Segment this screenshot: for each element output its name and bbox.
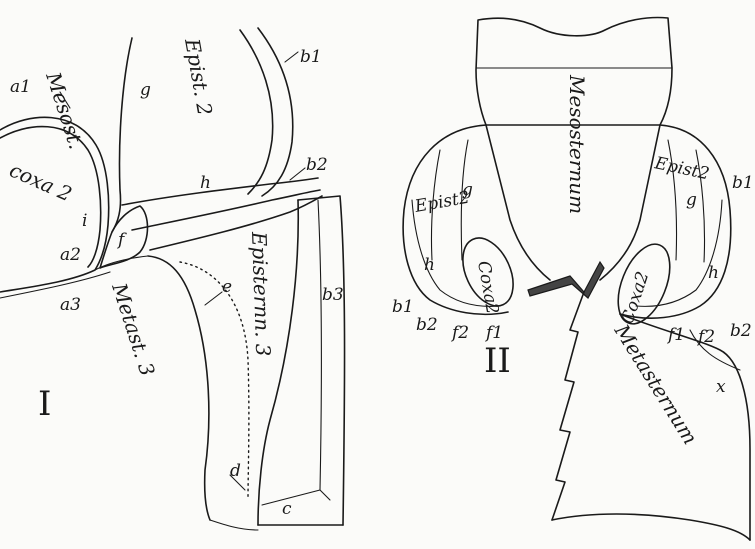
metasternum-bottom bbox=[552, 514, 750, 540]
label-g-I: g bbox=[140, 80, 151, 100]
label-b3: b3 bbox=[322, 285, 344, 305]
label-a1: a1 bbox=[10, 77, 31, 97]
label-episterni3: Episternn. 3 bbox=[247, 230, 275, 356]
b1-line-outer bbox=[240, 30, 273, 194]
label-coxa2-left: Coxa2 bbox=[473, 259, 502, 315]
label-f-I: f bbox=[116, 230, 127, 250]
mesosternum-right-edge bbox=[600, 125, 660, 280]
label-h-left: h bbox=[424, 255, 435, 275]
label-panel-I: I bbox=[38, 384, 51, 424]
label-epist2-right: Epist2 bbox=[652, 153, 711, 184]
label-f2-left: f2 bbox=[450, 323, 469, 343]
d-line bbox=[210, 520, 258, 530]
label-h-I: h bbox=[200, 173, 211, 193]
label-f1-left: f1 bbox=[484, 323, 503, 343]
label-epist2-I: Epist. 2 bbox=[180, 36, 217, 118]
h-band-base bbox=[150, 196, 322, 250]
label-f1-right: f1 bbox=[666, 325, 685, 345]
e-pointer bbox=[205, 292, 222, 305]
h-band-upper bbox=[122, 178, 318, 205]
label-mesost: Mesost. bbox=[41, 68, 89, 152]
label-d: d bbox=[230, 461, 241, 481]
label-b1-I: b1 bbox=[300, 47, 322, 67]
label-mesosternum: Mesosternum bbox=[565, 74, 589, 214]
label-g-right: g bbox=[686, 190, 697, 210]
label-coxa2-I: coxa 2 bbox=[6, 158, 76, 207]
label-e: e bbox=[222, 277, 232, 297]
label-b2-right: b2 bbox=[730, 321, 752, 341]
mesosternal-bar bbox=[528, 262, 604, 298]
epist2-right-inner bbox=[636, 200, 722, 306]
label-a3: a3 bbox=[60, 295, 81, 315]
label-a2: a2 bbox=[60, 245, 81, 265]
b3-line bbox=[318, 200, 321, 490]
label-b2-left: b2 bbox=[416, 315, 438, 335]
coxa2-outline-outer bbox=[0, 117, 109, 292]
coxa2-lower-edge bbox=[0, 272, 110, 298]
b2-pointer bbox=[290, 168, 305, 180]
metast-border bbox=[148, 256, 210, 520]
label-b2-I: b2 bbox=[306, 155, 328, 175]
label-b1-left: b1 bbox=[392, 297, 414, 317]
label-g-left: g bbox=[462, 180, 473, 200]
metasternum-zigzag bbox=[552, 292, 584, 520]
g-suture bbox=[112, 38, 132, 232]
label-h-right: h bbox=[708, 263, 719, 283]
label-metast3: Metast. 3 bbox=[107, 279, 160, 379]
label-f2-right: f2 bbox=[696, 327, 715, 347]
label-x: x bbox=[716, 377, 726, 397]
label-i: i bbox=[82, 211, 87, 231]
c-corner bbox=[262, 490, 330, 505]
b1-pointer bbox=[285, 52, 298, 62]
label-panel-II: II bbox=[484, 341, 511, 381]
label-c: c bbox=[282, 499, 292, 519]
label-b1-right: b1 bbox=[732, 173, 754, 193]
mesosternum-left-edge bbox=[486, 125, 550, 280]
h-band-lower bbox=[132, 190, 320, 230]
